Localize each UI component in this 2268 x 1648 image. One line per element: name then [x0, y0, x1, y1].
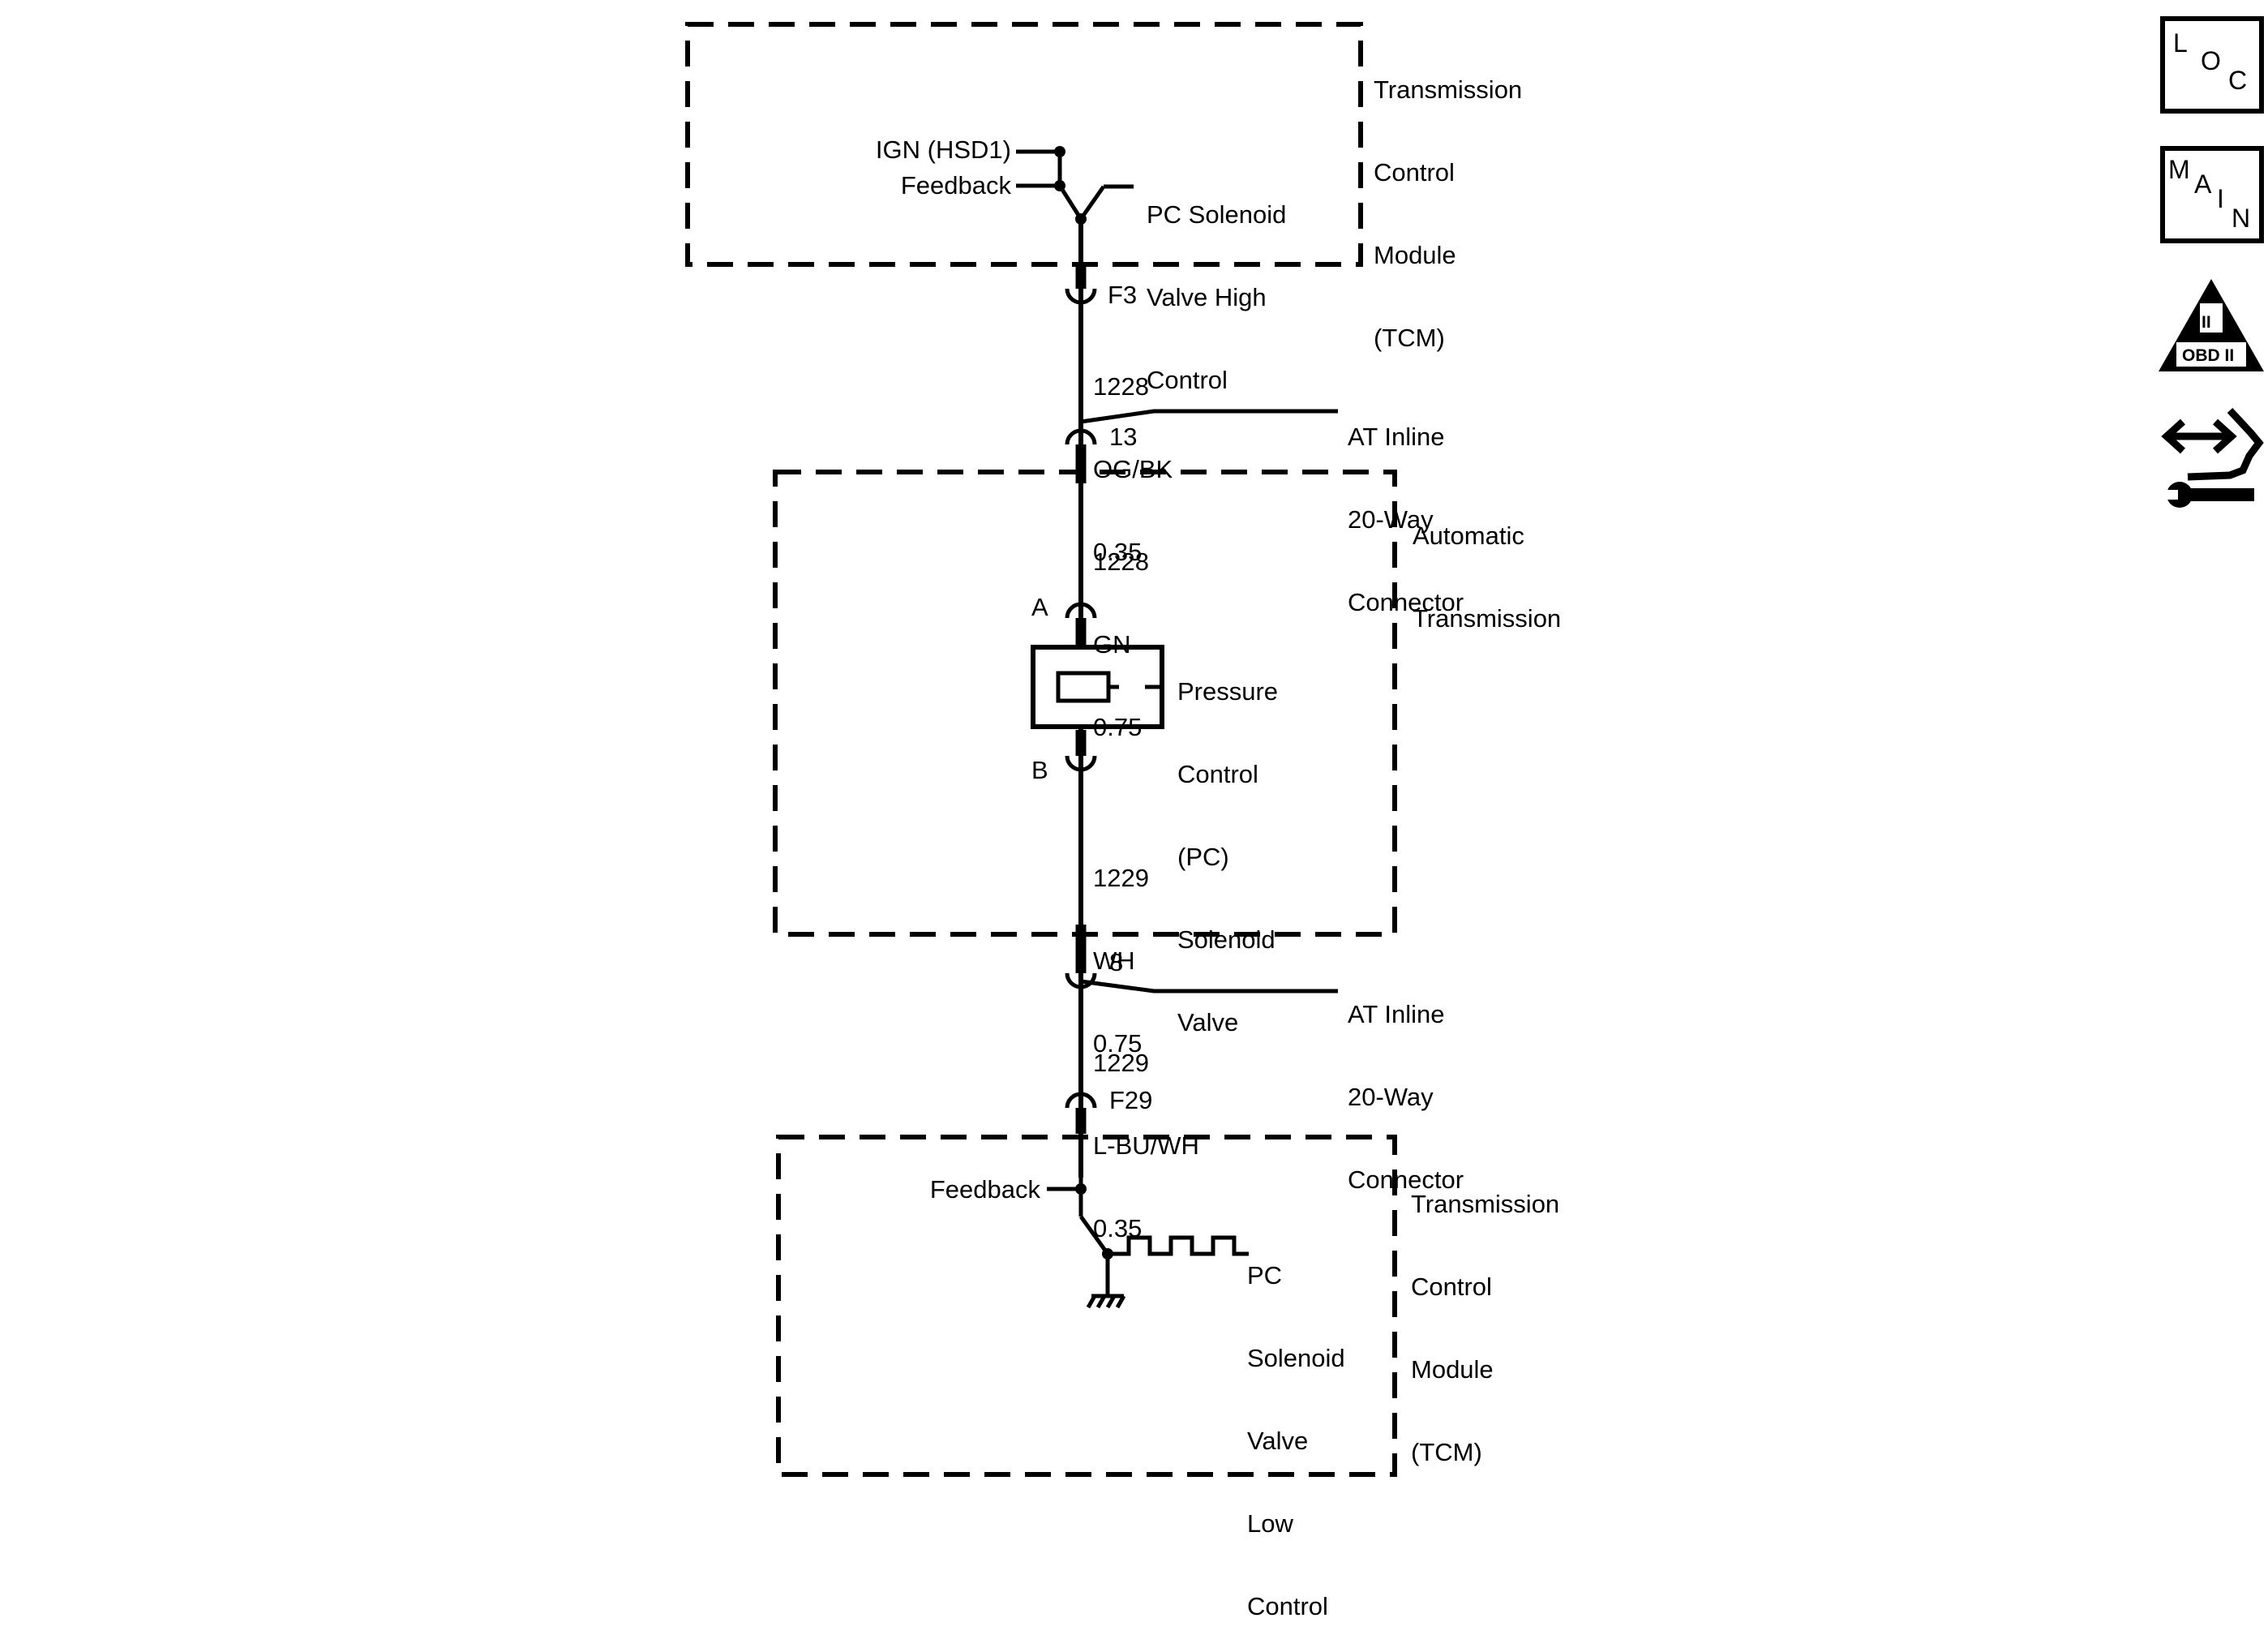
- pwm-signal: [1108, 1235, 1249, 1256]
- pin-a-arc: [1065, 602, 1097, 619]
- main-icon[interactable]: M A I N: [2160, 146, 2264, 243]
- junction-dot: [1054, 180, 1065, 191]
- main-letter: I: [2217, 184, 2224, 213]
- connector-arcs: [1065, 288, 1097, 1109]
- feedback-bottom-label: Feedback: [929, 1175, 1040, 1204]
- main-letter: A: [2194, 170, 2212, 199]
- ign-hsd1-label: IGN (HSD1): [875, 135, 1011, 164]
- tcm-bottom-internal: [1047, 1178, 1249, 1309]
- main-letter: N: [2232, 204, 2250, 233]
- junction-dot: [1102, 1248, 1113, 1260]
- wire-1228-gn-label: 1228 GN 0.75: [1093, 547, 1149, 741]
- pc-high-control-label: PC Solenoid Valve High Control: [1147, 200, 1287, 394]
- tcm-top-box: [685, 22, 1363, 267]
- junction-dot: [1075, 213, 1087, 225]
- pin-f3-arc: [1065, 288, 1097, 305]
- loc-icon[interactable]: L O C: [2160, 16, 2264, 114]
- loc-letter: O: [2201, 46, 2221, 75]
- wire-1229-wh-label: 1229 WH 0.75: [1093, 864, 1149, 1058]
- pin-b-arc: [1065, 755, 1097, 772]
- loc-letter: C: [2228, 66, 2247, 95]
- inline-bottom-label: AT Inline 20-Way Connector: [1348, 1000, 1464, 1194]
- tcm-top-internal: [1016, 149, 1134, 221]
- wire-1228-ogbk-label: 1228 OG/BK 0.35: [1093, 372, 1173, 566]
- main-letter: M: [2168, 155, 2190, 184]
- automatic-transmission-title: Automatic Transmission: [1413, 521, 1562, 633]
- inline-bottom-leader: [1080, 979, 1338, 994]
- obd-roman: II: [2202, 313, 2211, 332]
- solenoid-housing: [1031, 645, 1164, 729]
- inline-top-label: AT Inline 20-Way Connector: [1348, 423, 1464, 616]
- pc-solenoid-label: Pressure Control (PC) Solenoid Valve: [1177, 677, 1279, 1036]
- junction-dot: [1054, 146, 1065, 157]
- tcm-top-title: Transmission Control Module (TCM): [1374, 75, 1523, 352]
- obd-text: OBD II: [2182, 346, 2234, 365]
- pin-8-label: 8: [1109, 948, 1124, 976]
- pin-13-arc: [1065, 428, 1097, 445]
- obd-ii-icon[interactable]: II OBD II: [2155, 276, 2267, 375]
- tcm-bottom-title: Transmission Control Module (TCM): [1411, 1190, 1560, 1466]
- pin-f29-label: F29: [1109, 1086, 1153, 1114]
- pin-8-arc: [1065, 972, 1097, 989]
- junction-dot: [1075, 1183, 1087, 1195]
- automatic-transmission-box: [773, 470, 1397, 937]
- pin-b-label: B: [1031, 756, 1048, 784]
- pin-f29-arc: [1065, 1092, 1097, 1109]
- inline-top-leader: [1080, 409, 1338, 424]
- wiring-diagram: [685, 22, 1397, 1477]
- pin-f3-label: F3: [1108, 281, 1138, 309]
- wire-1229-lbuwh-label: 1229 L-BU/WH 0.35: [1093, 1049, 1199, 1242]
- pc-low-control-label: PC Solenoid Valve Low Control: [1247, 1261, 1345, 1620]
- pin-a-label: A: [1031, 593, 1048, 621]
- tcm-bottom-box: [776, 1135, 1397, 1477]
- pin-13-label: 13: [1109, 423, 1138, 451]
- loc-letter: L: [2173, 28, 2188, 58]
- feedback-top-label: Feedback: [900, 171, 1011, 200]
- diagnostic-wrench-icon[interactable]: [2155, 397, 2266, 511]
